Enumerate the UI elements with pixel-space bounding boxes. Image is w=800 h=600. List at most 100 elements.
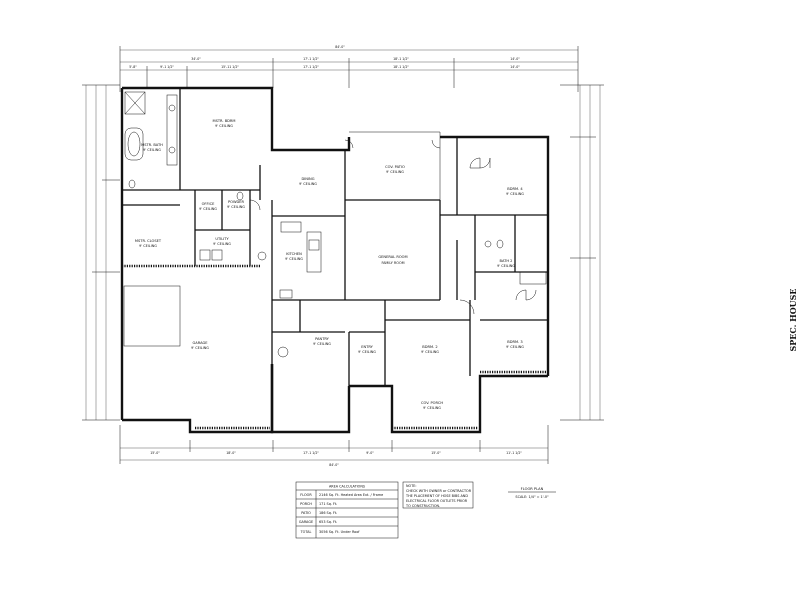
tub-basin [127, 131, 141, 157]
overall-width-bottom: 84'-0" [329, 463, 339, 467]
slab-hatching [122, 264, 546, 430]
plan-scale: SCALE: 1/4" = 1'-0" [515, 495, 549, 499]
dimension-lines-sides [82, 84, 604, 421]
room-pantry-ceiling: 9' CEILING [313, 342, 331, 346]
area-row-porch-label: PORCH [300, 502, 312, 506]
room-bath-2-ceiling: 9' CEILING [497, 264, 515, 268]
dim-bottom-6: 11'-1 1/2" [506, 451, 522, 455]
room-bdrm-3-ceiling: 9' CEILING [506, 345, 524, 349]
room-bdrm-3: BDRM. 3 [507, 340, 522, 344]
room-powder-ceiling: 9' CEILING [227, 205, 245, 209]
room-entry: ENTRY [361, 345, 373, 349]
dimension-lines-bottom: 15'-0" 18'-0" 17'-1 1/2" 9'-0" 15'-0" 11… [119, 425, 549, 467]
dim-bottom-2: 18'-0" [226, 451, 236, 455]
note-line-3: THE PLACEMENT OF HOSE BIBS AND [405, 494, 468, 498]
dim-top2-1: 5'-8" [129, 65, 137, 69]
room-garage: GARAGE [192, 341, 208, 345]
vanity-master [166, 94, 178, 166]
dim-top2-4: 17'-1 1/2" [303, 65, 319, 69]
toilet-powder [236, 191, 244, 201]
room-mstr-bath-ceiling: 9' CEILING [143, 148, 161, 152]
sink-bath2 [484, 240, 492, 248]
dryer [211, 249, 223, 261]
bathtub [124, 127, 144, 161]
shower [124, 91, 146, 115]
room-powder: POWDER [228, 200, 245, 204]
room-bdrm-4: BDRM. 4 [507, 187, 523, 191]
dim-top-1: 34'-0" [191, 57, 201, 61]
room-labels: MSTR. BDRM 9' CEILING MSTR. BATH 9' CEIL… [135, 119, 524, 410]
room-mstr-bdrm: MSTR. BDRM [212, 119, 235, 123]
refrigerator [279, 289, 293, 299]
toilet-bath2 [496, 239, 504, 249]
room-mstr-closet-ceiling: 9' CEILING [139, 244, 157, 248]
room-bdrm-4-ceiling: 9' CEILING [506, 192, 524, 196]
area-calculations-table: AREA CALCULATIONS FLOOR 2146 Sq. Ft. Hea… [295, 481, 399, 539]
fixtures [123, 91, 547, 358]
room-kitchen-ceiling: 9' CEILING [285, 257, 303, 261]
dim-top2-6: 14'-0" [510, 65, 520, 69]
overall-width-top: 84'-0" [335, 45, 345, 49]
room-general-room: GENERAL ROOM [378, 255, 407, 259]
dim-bottom-1: 15'-0" [150, 451, 160, 455]
room-dining: DINING [301, 177, 314, 181]
dim-top-4: 14'-0" [510, 57, 520, 61]
area-row-patio-value: 186 Sq. Ft. [319, 511, 337, 515]
washer [199, 249, 211, 261]
plan-title: FLOOR PLAN [521, 487, 544, 491]
room-bath-2: BATH 2 [500, 259, 513, 263]
area-row-patio-label: PATIO [301, 511, 311, 515]
room-entry-ceiling: 9' CEILING [358, 350, 376, 354]
dimension-lines-top: 84'-0" 34'-0" 17'-1 1/2" 18'-1 1/2" 14'-… [119, 45, 579, 92]
room-mstr-bath: MSTR. BATH [141, 143, 163, 147]
dim-top-2: 17'-1 1/2" [303, 57, 319, 61]
room-mstr-closet: MSTR. CLOSET [135, 239, 162, 243]
room-cov-porch: COV. PORCH [421, 401, 443, 405]
dim-bottom-4: 9'-0" [366, 451, 374, 455]
area-row-total-value: 3056 Sq. Ft. Under Roof [319, 530, 360, 534]
room-general-room-sub: FAMILY ROOM [381, 261, 404, 265]
area-table-title: AREA CALCULATIONS [329, 485, 365, 489]
area-row-total-label: TOTAL [300, 530, 312, 534]
range [308, 239, 320, 251]
plan-title-block: FLOOR PLAN SCALE: 1/4" = 1'-0" [508, 487, 556, 499]
note-line-1: NOTE: [406, 484, 417, 488]
room-office-ceiling: 9' CEILING [199, 207, 217, 211]
room-kitchen: KITCHEN [286, 252, 302, 256]
area-row-porch-value: 171 Sq. Ft. [319, 502, 337, 506]
note-line-4: ELECTRICAL FLOOR OUTLETS PRIOR [406, 499, 468, 503]
sink-master-2 [168, 146, 176, 154]
toilet-master [128, 179, 136, 189]
room-dining-ceiling: 9' CEILING [299, 182, 317, 186]
note-line-2: CHECK WITH OWNER or CONTRACTOR [406, 489, 472, 493]
area-row-floor-value: 2146 Sq. Ft. Heated Area Ext. / Frame [319, 493, 383, 497]
dim-top2-3: 15'-11 1/2" [221, 65, 239, 69]
room-office: OFFICE [202, 202, 216, 206]
hvac-unit [277, 346, 289, 358]
room-bdrm-2-ceiling: 9' CEILING [421, 350, 439, 354]
dim-top2-2: 9'-1 1/2" [160, 65, 174, 69]
dim-bottom-5: 15'-0" [431, 451, 441, 455]
note-line-5: TO CONSTRUCTION. [405, 504, 440, 508]
room-utility: UTILITY [215, 237, 229, 241]
room-pantry: PANTRY [315, 337, 330, 341]
dim-bottom-3: 17'-1 1/2" [303, 451, 319, 455]
area-row-floor-label: FLOOR [300, 493, 312, 497]
room-bdrm-2: BDRM. 2 [422, 345, 437, 349]
water-heater [257, 251, 267, 261]
room-utility-ceiling: 9' CEILING [213, 242, 231, 246]
construction-note: NOTE: CHECK WITH OWNER or CONTRACTOR THE… [402, 481, 474, 509]
tub-bath2 [519, 271, 547, 285]
area-row-garage-label: GARAGE [299, 520, 313, 524]
room-cov-porch-ceiling: 9' CEILING [423, 406, 441, 410]
room-cov-patio: COV. PATIO [385, 165, 405, 169]
room-cov-patio-ceiling: 9' CEILING [386, 170, 404, 174]
exterior-walls [120, 86, 550, 434]
sheet-title: SPEC. HOUSE [788, 288, 798, 351]
interior-walls [122, 88, 548, 386]
dim-top-3: 18'-1 1/2" [393, 57, 409, 61]
area-row-garage-value: 653 Sq. Ft. [319, 520, 337, 524]
room-garage-ceiling: 9' CEILING [191, 346, 209, 350]
room-mstr-bdrm-ceiling: 9' CEILING [215, 124, 233, 128]
garage-parking-outline [123, 285, 181, 347]
